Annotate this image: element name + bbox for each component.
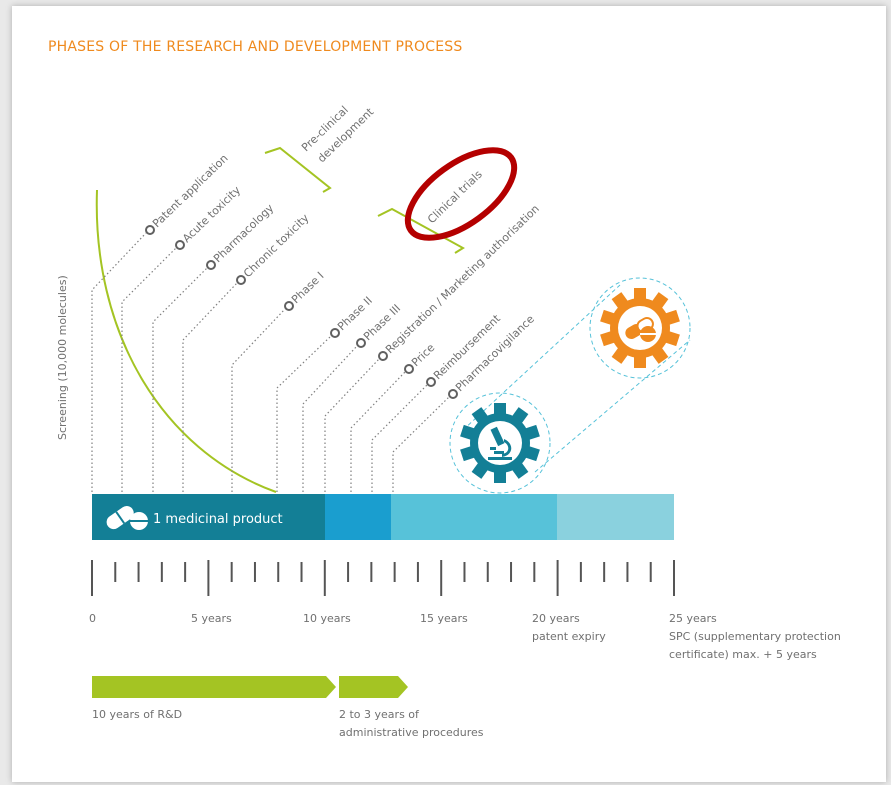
orange-gear-halo	[589, 277, 691, 379]
milestone-marker	[426, 377, 436, 387]
milestone-marker	[206, 260, 216, 270]
teal-gear-icon	[460, 403, 540, 483]
rd-arrow	[92, 676, 336, 698]
clinical-trials-highlight	[404, 147, 518, 241]
milestone-leader-line	[302, 345, 358, 492]
admin-arrow-label-line1: 2 to 3 years of	[339, 708, 420, 721]
milestone-marker	[448, 389, 458, 399]
milestone-marker	[378, 351, 388, 361]
milestone-leader-line	[392, 396, 450, 492]
milestone-label: Price	[409, 341, 438, 369]
tick-label-15: 15 years	[420, 612, 468, 625]
tick-label-5: 5 years	[191, 612, 232, 625]
tick-sublabel-25: SPC (supplementary protection	[669, 630, 841, 643]
tick-label-10: 10 years	[303, 612, 351, 625]
milestone-leader-line	[276, 335, 332, 492]
rd-arrow-label: 10 years of R&D	[92, 708, 182, 721]
admin-arrow	[339, 676, 408, 698]
tick-label-0: 0	[89, 612, 96, 625]
milestone-leader-line	[121, 247, 177, 492]
milestone-leader-line	[152, 267, 208, 492]
bar-segment-spc	[557, 494, 674, 540]
milestone-leader-line	[91, 232, 147, 492]
milestone-label: Phase I	[289, 269, 327, 306]
axis-labels: 0 5 years 10 years 15 years 20 years pat…	[89, 612, 841, 661]
milestone-leader-line	[324, 358, 380, 492]
tick-sublabel2-25: certificate) max. + 5 years	[669, 648, 817, 661]
product-label: 1 medicinal product	[153, 512, 283, 527]
teal-gear-halo	[449, 392, 551, 494]
page-title: PHASES OF THE RESEARCH AND DEVELOPMENT P…	[48, 39, 463, 55]
bar-segment-patent	[391, 494, 557, 540]
milestone-marker	[356, 338, 366, 348]
clinical-bracket	[377, 207, 465, 254]
tick-label-25: 25 years	[669, 612, 717, 625]
tick-sublabel-20: patent expiry	[532, 630, 606, 643]
milestone-label: Patent application	[150, 152, 231, 230]
tick-label-20: 20 years	[532, 612, 580, 625]
screening-label: Screening (10,000 molecules)	[56, 275, 69, 440]
pills-icon	[106, 505, 148, 530]
milestone-marker	[145, 225, 155, 235]
milestone-marker	[330, 328, 340, 338]
milestone-leader-line	[182, 282, 238, 492]
milestone-leader-line	[231, 308, 286, 492]
axis-ticks	[91, 560, 675, 596]
milestone-marker	[404, 364, 414, 374]
admin-arrow-label-line2: administrative procedures	[339, 726, 484, 739]
milestone-marker	[284, 301, 294, 311]
preclinical-bracket	[264, 146, 332, 193]
orange-gear-icon	[600, 288, 680, 368]
timeline-bar: 1 medicinal product	[92, 494, 674, 540]
bar-segment-admin	[325, 494, 391, 540]
milestone-marker	[236, 275, 246, 285]
milestone-leader-line	[350, 371, 406, 492]
milestone-marker	[175, 240, 185, 250]
milestone-leader-line	[371, 384, 428, 492]
